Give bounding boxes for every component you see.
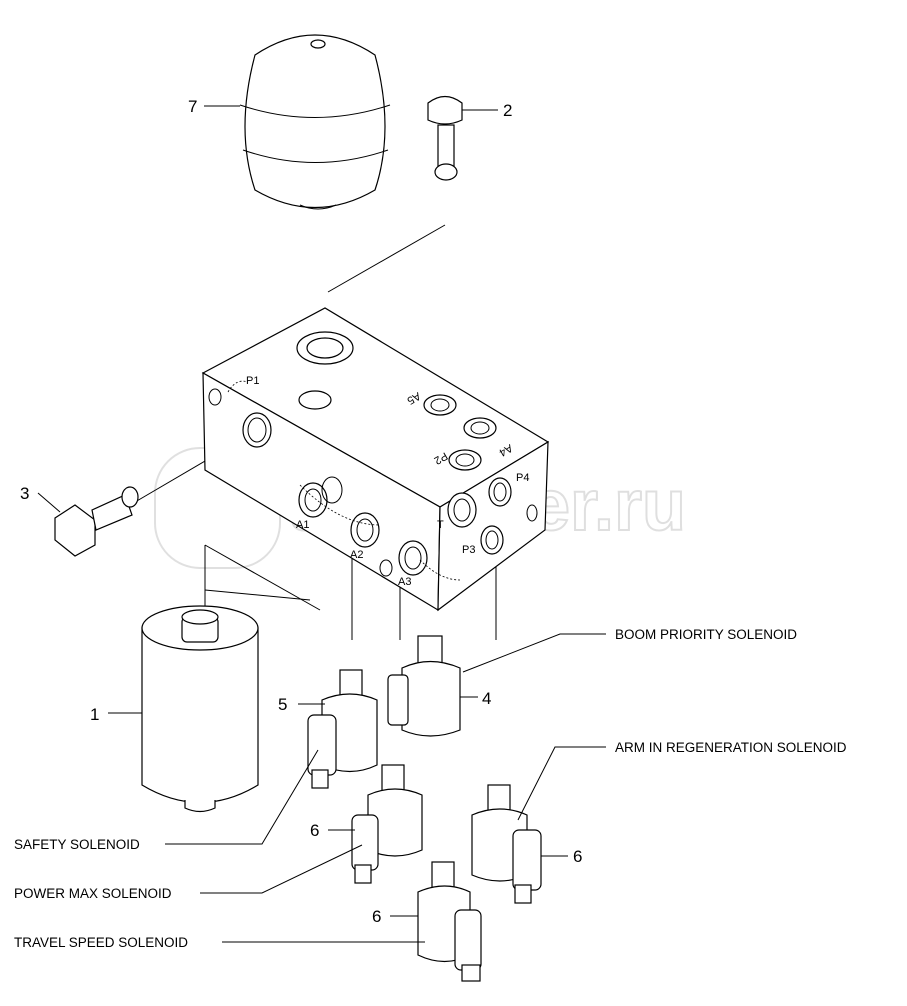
callout-safety-solenoid: SAFETY SOLENOID	[14, 837, 140, 852]
solenoid-travel-speed-part-6[interactable]: 6	[372, 861, 482, 982]
solenoid-safety-part-5[interactable]: 5	[278, 669, 378, 789]
part-number-4: 4	[482, 689, 491, 708]
solenoid-arm-in-regeneration-part-6[interactable]: 6	[471, 784, 582, 904]
port-label-a2: A2	[350, 549, 363, 561]
callout-arm-in-regeneration-solenoid: ARM IN REGENERATION SOLENOID	[615, 740, 847, 755]
port-label-p2: P2	[432, 449, 450, 466]
port-label-a5: A5	[405, 389, 423, 406]
part-number-2: 2	[503, 101, 512, 120]
port-label-p4: P4	[516, 472, 529, 484]
part-number-6-travel: 6	[372, 907, 381, 926]
valve-block: P1 A5 A4 P2 P4 T A1 A2 A3 P3	[201, 307, 550, 612]
port-label-a4: A4	[497, 441, 515, 458]
accumulator-part-7[interactable]: 7	[188, 34, 391, 210]
port-label-p1: P1	[246, 375, 259, 387]
callouts: BOOM PRIORITY SOLENOID ARM IN REGENERATI…	[14, 627, 847, 950]
part-number-1: 1	[90, 705, 99, 724]
solenoid-boom-priority-part-4[interactable]: 4	[387, 635, 491, 737]
port-label-a3: A3	[398, 576, 411, 588]
port-label-a1: A1	[296, 519, 309, 531]
plug-part-3[interactable]: 3	[20, 484, 139, 557]
part-number-5: 5	[278, 695, 287, 714]
callout-power-max-solenoid: POWER MAX SOLENOID	[14, 886, 172, 901]
port-label-t: T	[437, 519, 444, 531]
part-number-3: 3	[20, 484, 29, 503]
plug-part-2[interactable]: 2	[427, 95, 512, 181]
part-number-6-power-max: 6	[310, 821, 319, 840]
port-label-p3: P3	[462, 544, 475, 556]
part-number-7: 7	[188, 97, 197, 116]
callout-travel-speed-solenoid: TRAVEL SPEED SOLENOID	[14, 935, 188, 950]
part-number-6-arm-in: 6	[573, 847, 582, 866]
callout-boom-priority-solenoid: BOOM PRIORITY SOLENOID	[615, 627, 797, 642]
filter-part-1[interactable]: 1	[90, 605, 259, 813]
solenoid-power-max-part-6[interactable]: 6	[310, 764, 423, 884]
